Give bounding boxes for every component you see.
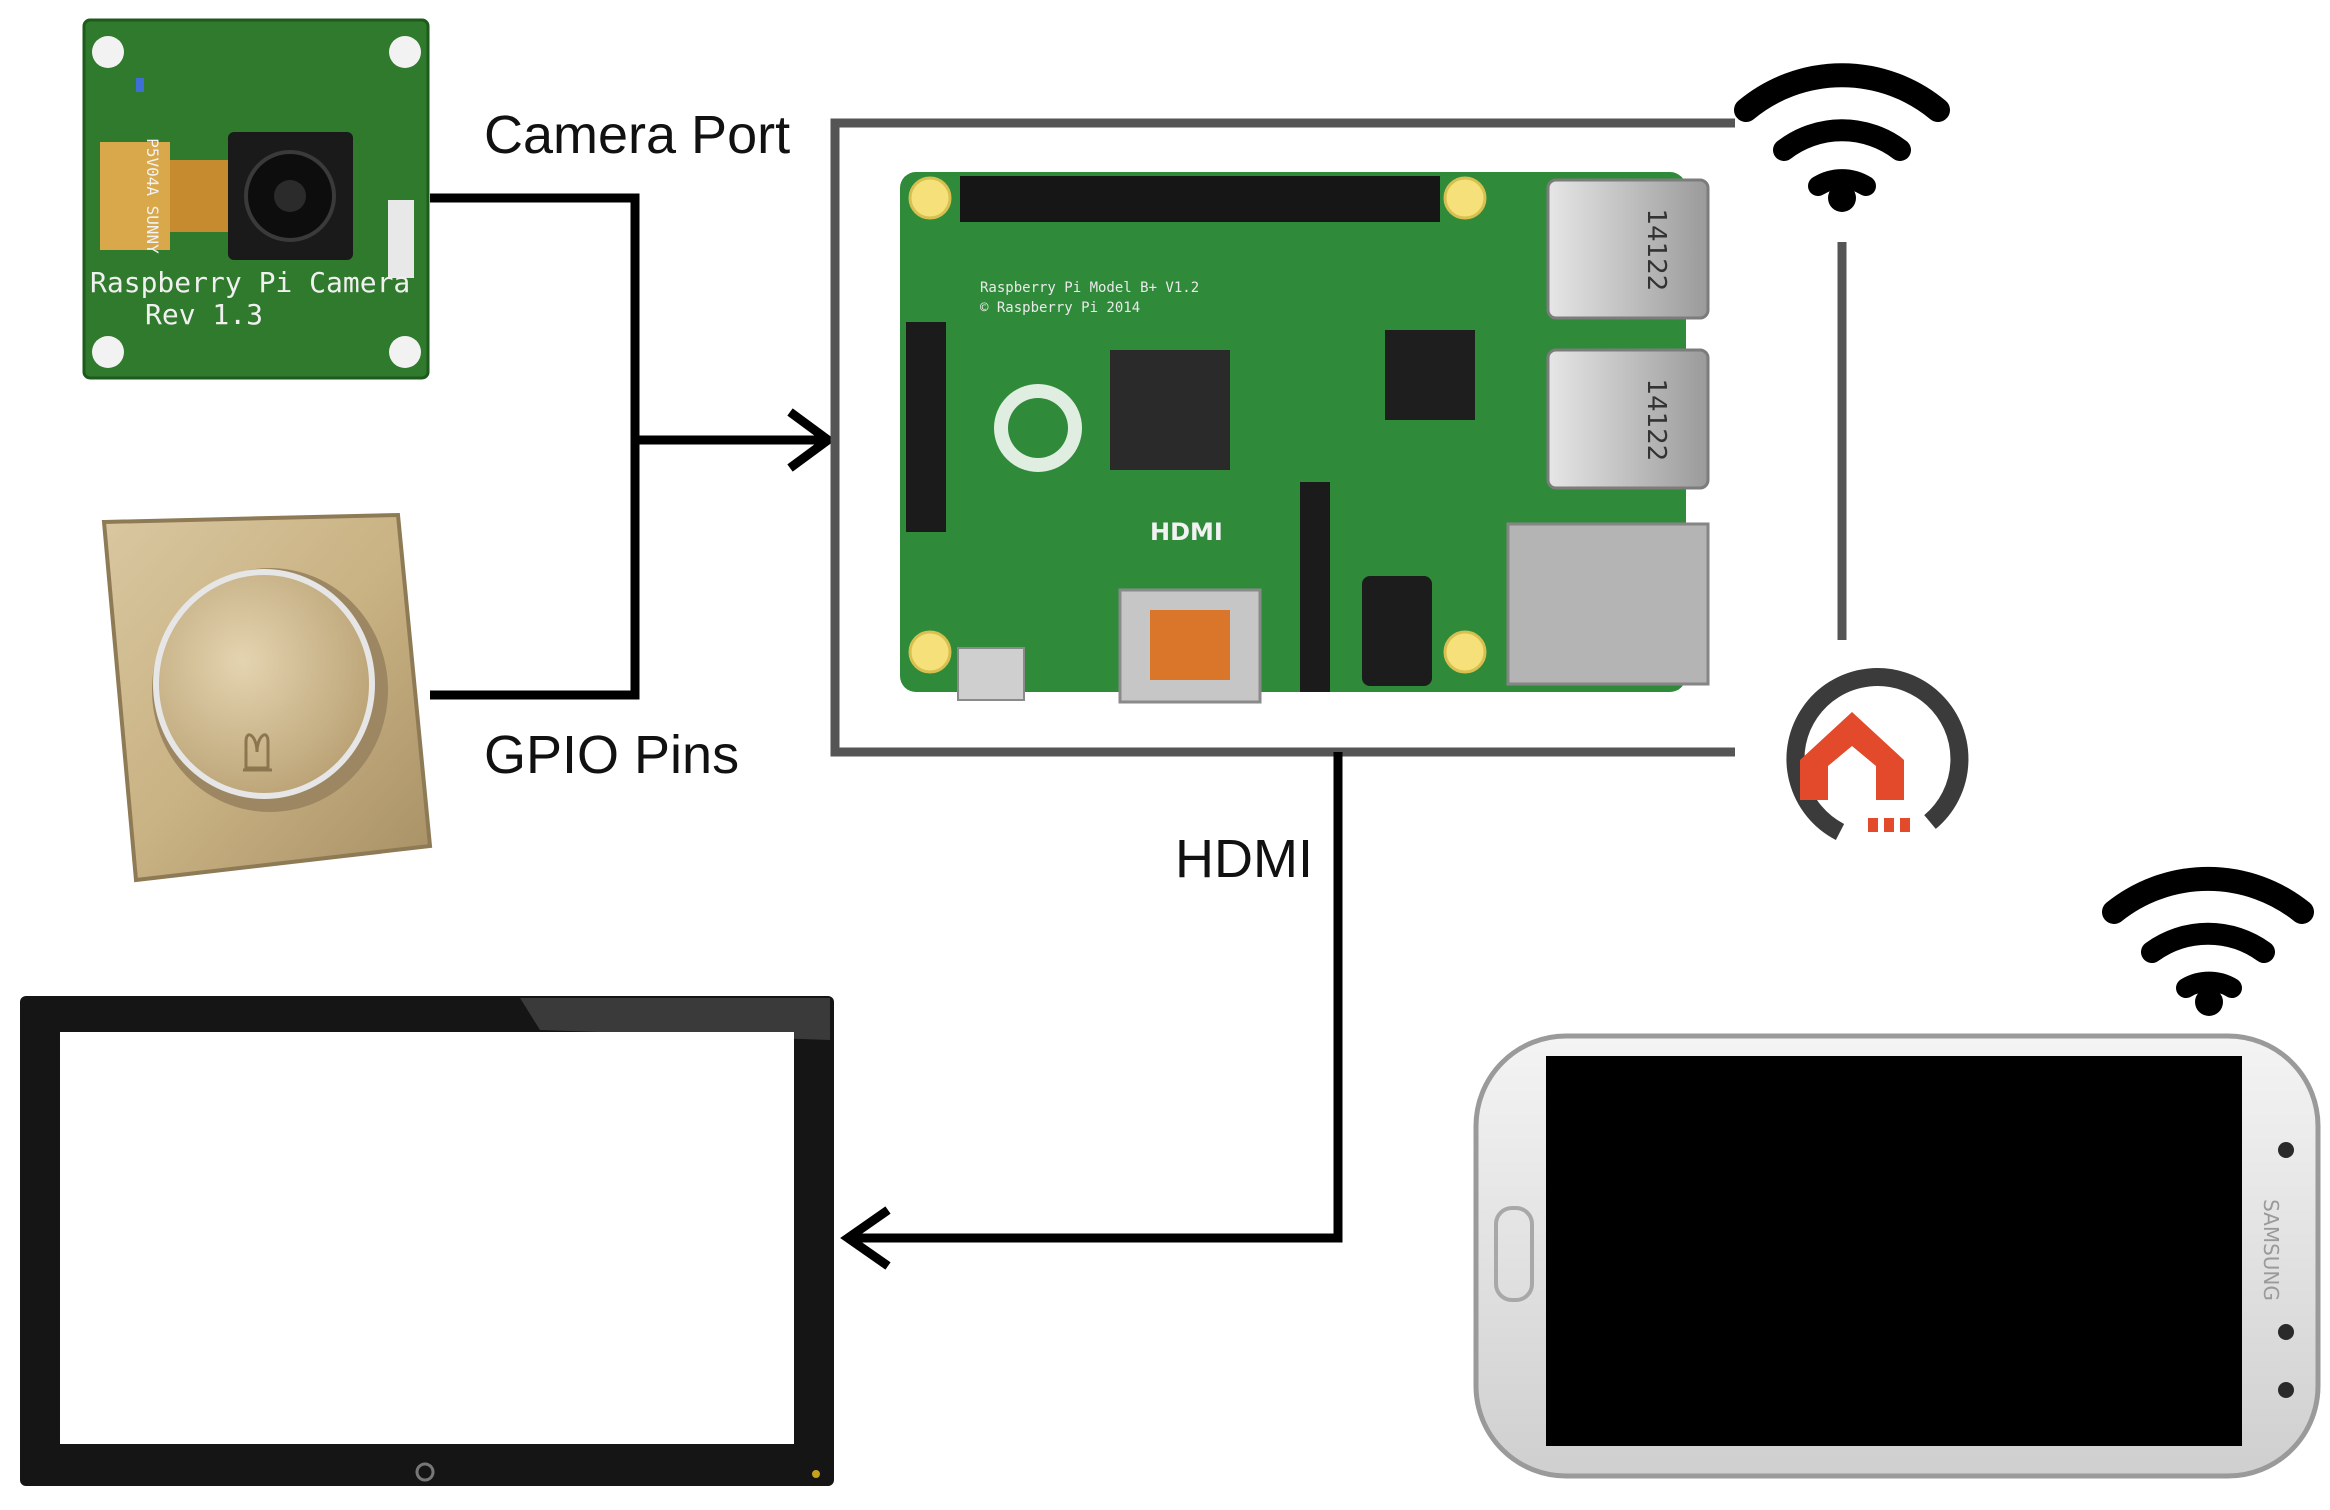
arrow-to-pi-icon	[787, 408, 836, 472]
raspberry-logo-icon	[994, 384, 1082, 472]
usb-code-2: 14122	[1641, 379, 1671, 462]
camera-model-text: Raspberry Pi Camera	[90, 266, 410, 299]
pi-copyright-text: © Raspberry Pi 2014	[980, 300, 1140, 316]
usb-code-1: 14122	[1641, 209, 1671, 292]
wifi-icon-phone	[2102, 866, 2314, 1016]
wifi-icon-pi	[1734, 63, 1950, 212]
gpio-pins-label: GPIO Pins	[484, 725, 740, 785]
camera-port-label: Camera Port	[484, 105, 791, 165]
micro-usb-port	[957, 647, 1025, 701]
phone-brand-text: SAMSUNG	[2259, 1199, 2283, 1301]
tv-monitor	[20, 996, 834, 1486]
camera-sensor-text: P5V04A SUNNY	[143, 138, 162, 254]
pi-frame	[830, 118, 1847, 757]
camera-rev-text: Rev 1.3	[145, 298, 263, 331]
gpio-header	[960, 176, 1440, 222]
pi-model-text: Raspberry Pi Model B+ V1.2	[980, 280, 1199, 296]
usb-ports: 14122 14122	[1546, 178, 1710, 490]
camera-port-line	[430, 193, 640, 700]
audio-jack	[1362, 576, 1432, 686]
raspberry-pi-board: Raspberry Pi Model B+ V1.2 © Raspberry P…	[900, 172, 1710, 704]
input-connectors	[430, 193, 836, 700]
hdmi-connector	[840, 752, 1343, 1270]
pi-hdmi-text: HDMI	[1150, 518, 1223, 546]
smart-home-icon	[1786, 668, 1969, 840]
smartphone: SAMSUNG	[1473, 1033, 2321, 1479]
arrow-to-tv-icon	[840, 1206, 891, 1270]
bell-icon	[243, 733, 272, 772]
hdmi-label: HDMI	[1175, 829, 1313, 889]
doorbell-button	[101, 512, 433, 883]
camera-module: P5V04A SUNNY Raspberry Pi Camera Rev 1.3	[82, 18, 430, 380]
ethernet-port	[1506, 522, 1710, 686]
